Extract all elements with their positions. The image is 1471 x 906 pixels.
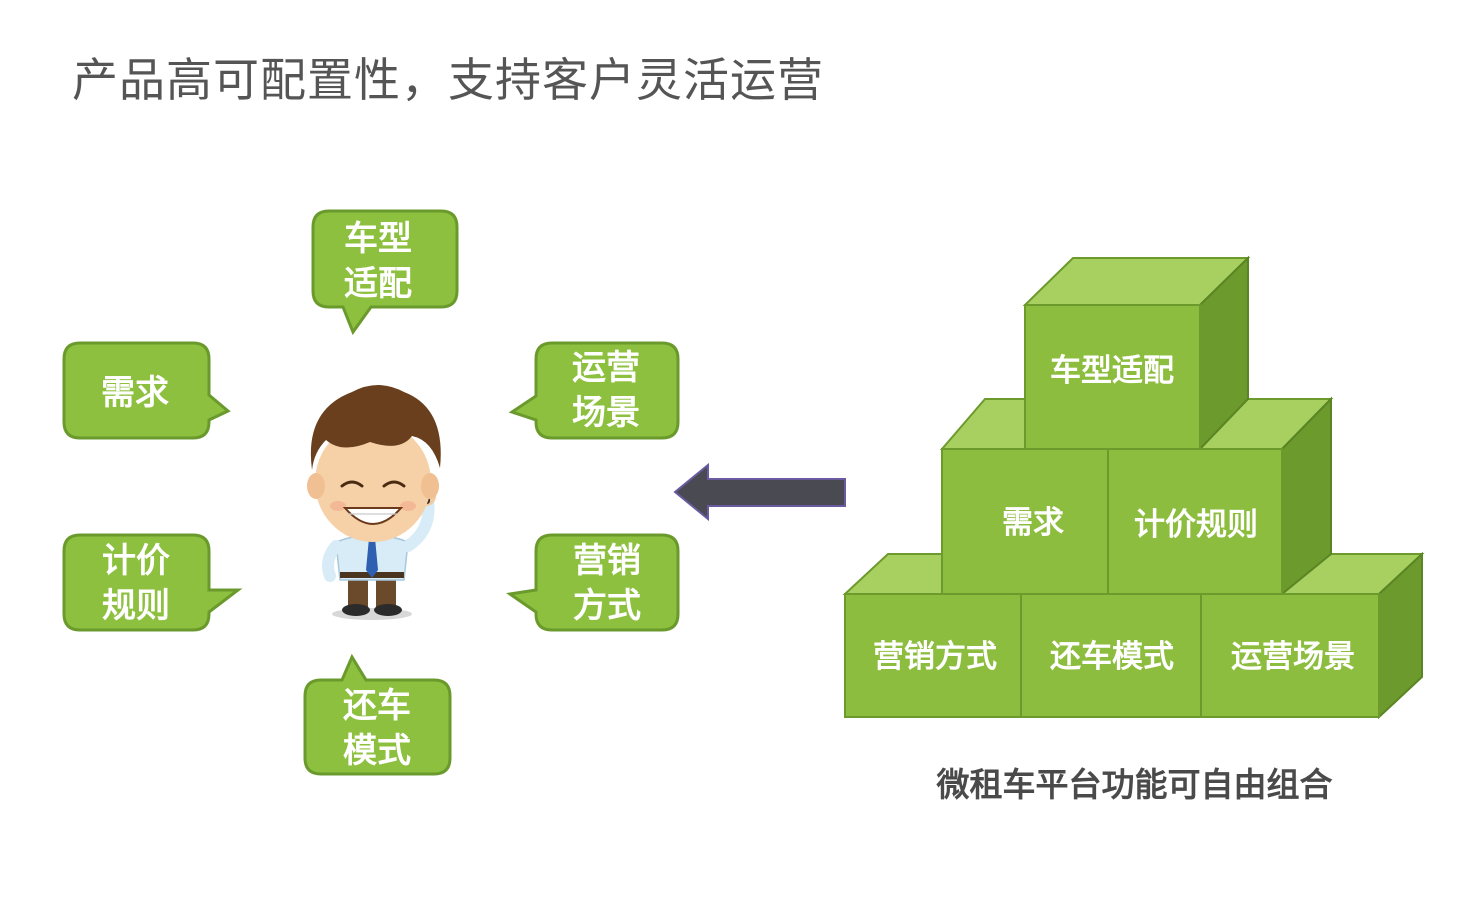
bubble-text-line2: 模式 xyxy=(343,731,411,771)
bubble-demand: 需求 xyxy=(62,341,231,440)
bubble-text-line1: 运营 xyxy=(572,348,640,388)
cube-label-demand: 需求 xyxy=(1002,505,1064,541)
businessman-icon xyxy=(307,385,441,620)
bubble-text-line2: 适配 xyxy=(344,264,412,304)
bubble-text-line2: 场景 xyxy=(572,393,640,433)
bubble-text-line2: 规则 xyxy=(102,586,170,626)
cube-label-return-mode: 还车模式 xyxy=(1050,639,1174,675)
bubble-text-line1: 需求 xyxy=(101,373,169,413)
bubble-text-line1: 车型 xyxy=(344,219,412,259)
cube-top: 车型适配 xyxy=(1022,255,1251,452)
cube-label-marketing-method: 营销方式 xyxy=(873,639,997,675)
bubble-text-line1: 计价 xyxy=(102,541,170,581)
bubble-pricing-rules: 计价 规则 xyxy=(62,533,243,632)
cube-bottom-fronts: 营销方式 还车模式 运营场景 xyxy=(844,593,1380,718)
cube-label-pricing-rules: 计价规则 xyxy=(1134,507,1258,543)
bubble-text-line2: 方式 xyxy=(573,586,641,626)
left-arrow-icon xyxy=(673,462,846,522)
pyramid-caption: 微租车平台功能可自由组合 xyxy=(936,765,1333,804)
bubble-operation-scenario: 运营 场景 xyxy=(508,341,680,440)
bubble-text-line1: 还车 xyxy=(343,686,411,726)
bubble-marketing-method: 营销 方式 xyxy=(506,533,680,632)
cube-label-vehicle-adaptation: 车型适配 xyxy=(1050,353,1174,389)
bubble-vehicle-adaptation: 车型 适配 xyxy=(311,209,459,336)
cube-middle-fronts: 需求 计价规则 xyxy=(941,448,1283,595)
cube-label-operation-scenario: 运营场景 xyxy=(1231,639,1355,675)
page-title: 产品高可配置性，支持客户灵活运营 xyxy=(72,53,824,107)
bubble-text-line1: 营销 xyxy=(573,541,641,581)
bubble-return-mode: 还车 模式 xyxy=(303,653,452,776)
